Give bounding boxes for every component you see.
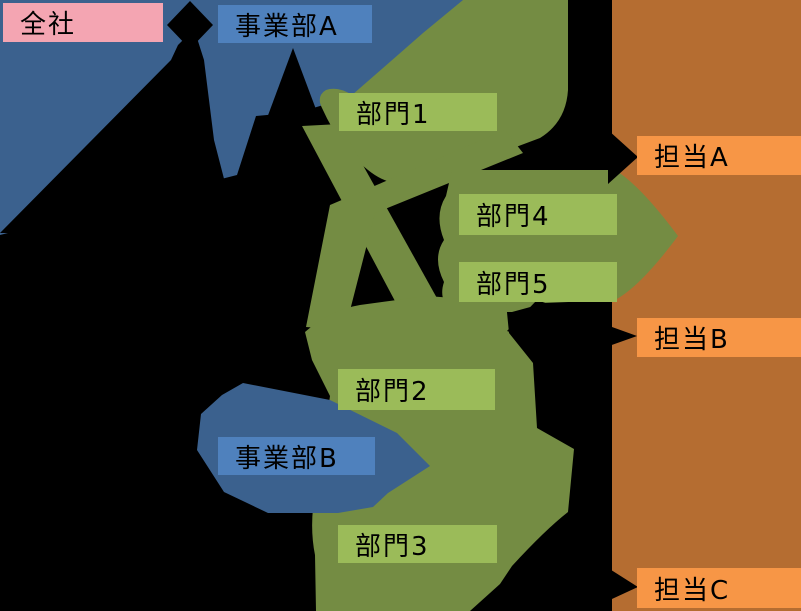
connector-mountain — [221, 48, 332, 242]
arrow-notch-staff-a-icon — [608, 130, 638, 184]
node-bumon-2: 部門2 — [338, 369, 495, 410]
staff-region-column — [612, 0, 801, 611]
arrow-notch-staff-c-icon — [586, 554, 638, 611]
node-tantou-b: 担当B — [637, 318, 801, 357]
node-zensha: 全社 — [3, 3, 163, 42]
node-bumon-3: 部門3 — [338, 525, 497, 563]
node-jigyoubu-a: 事業部A — [218, 5, 372, 43]
node-bumon-5: 部門5 — [459, 262, 617, 302]
node-bumon-4: 部門4 — [459, 194, 617, 235]
connector-funnel — [0, 38, 238, 233]
arrow-diamond-staff-b-icon — [507, 300, 637, 357]
connector-diamond-icon — [167, 1, 213, 49]
link-ribbon-2 — [306, 130, 523, 330]
node-bumon-1: 部門1 — [339, 93, 497, 131]
node-jigyoubu-b: 事業部B — [218, 437, 375, 475]
node-tantou-a: 担当A — [637, 136, 801, 175]
node-tantou-c: 担当C — [637, 568, 801, 608]
